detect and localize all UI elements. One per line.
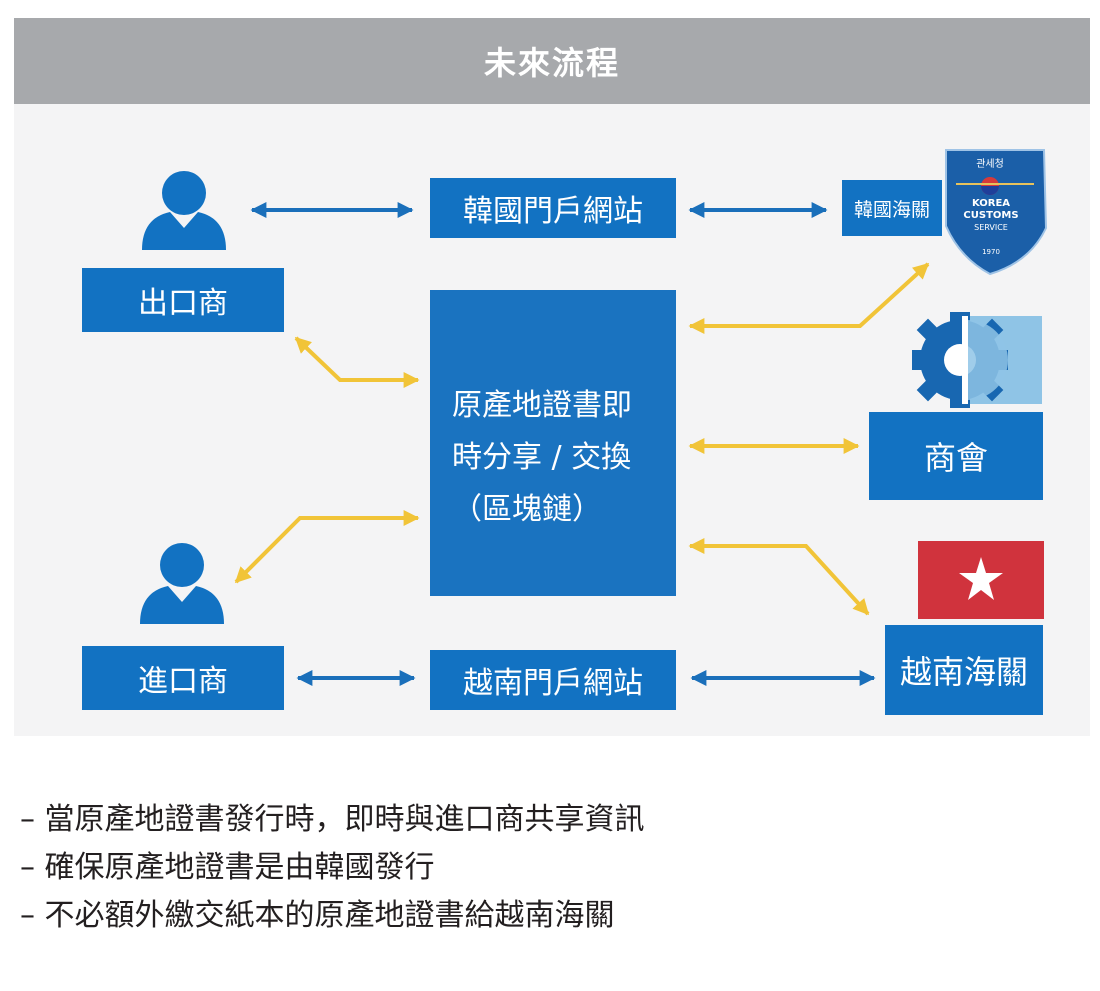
note-item: – 當原產地證書發行時，即時與進口商共享資訊 <box>20 802 645 837</box>
note-item: – 不必額外繳交紙本的原產地證書給越南海關 <box>20 898 615 933</box>
diagram-title: 未來流程 <box>14 18 1090 104</box>
shield-badge-icon <box>945 149 1048 276</box>
note-item: – 確保原產地證書是由韓國發行 <box>20 850 435 885</box>
arrow-exporter-center <box>294 336 420 388</box>
arrow-center-korea-customs <box>688 262 930 334</box>
blockchain-line-1: 原產地證書即 <box>452 388 632 423</box>
kcs-badge-line2: CUSTOMS <box>963 210 1019 221</box>
korea-customs-box: 韓國海關 <box>842 180 942 236</box>
notes-list: – 當原產地證書發行時，即時與進口商共享資訊 – 確保原產地證書是由韓國發行 –… <box>20 796 645 940</box>
kcs-badge-line1: KOREA <box>971 198 1011 209</box>
exporter-box: 出口商 <box>82 268 284 332</box>
vietnam-portal-box: 越南門戶網站 <box>430 650 676 710</box>
arrow-center-vietnam-customs <box>688 538 870 616</box>
gear-icon <box>912 312 1042 408</box>
kcs-badge-top: 관세청 <box>976 159 1004 170</box>
korea-portal-box: 韓國門戶網站 <box>430 178 676 238</box>
person-icon <box>142 171 226 250</box>
importer-box: 進口商 <box>82 646 284 710</box>
kcs-badge-year: 1970 <box>982 248 1000 256</box>
kcs-badge-line3: SERVICE <box>974 223 1008 232</box>
blockchain-line-3: （區塊鏈） <box>452 492 602 527</box>
star-flag-icon <box>918 541 1044 619</box>
arrow-importer-center <box>234 510 420 584</box>
blockchain-line-2: 時分享 / 交換 <box>452 440 632 475</box>
person-icon <box>140 543 224 624</box>
blockchain-box: 原產地證書即 時分享 / 交換 （區塊鏈） <box>430 290 676 596</box>
vietnam-customs-box: 越南海關 <box>885 625 1043 715</box>
chamber-box: 商會 <box>869 412 1043 500</box>
